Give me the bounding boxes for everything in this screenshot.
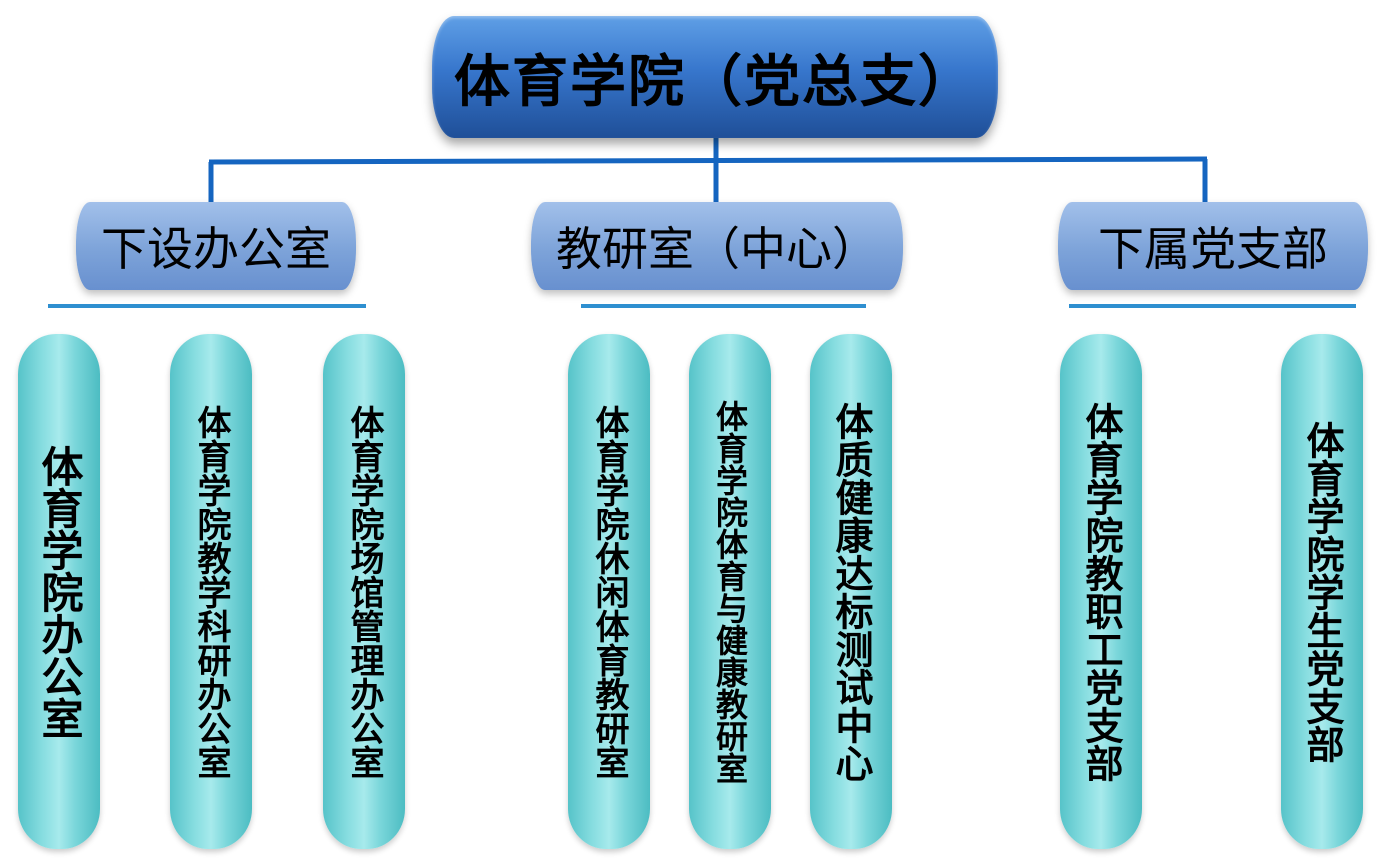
unit-node: 体育学院体育与健康教研室 — [689, 334, 771, 849]
branch-underline-offices — [48, 304, 366, 308]
unit-label: 体育学院教职工党支部 — [1079, 401, 1124, 782]
branch-label-party: 下属党支部 — [1098, 222, 1328, 276]
root-node: 体育学院（党总支） — [432, 16, 998, 138]
branch-underline-teaching — [581, 304, 866, 308]
unit-label: 体育学院学生党支部 — [1300, 420, 1345, 763]
unit-label: 体育学院场馆管理办公室 — [344, 404, 384, 779]
branch-label-offices: 下设办公室 — [101, 222, 331, 276]
branch-underline-party — [1069, 304, 1356, 308]
branch-node-party: 下属党支部 — [1058, 202, 1368, 290]
unit-node: 体育学院办公室 — [18, 334, 100, 849]
unit-label: 体育学院教学科研办公室 — [191, 404, 231, 779]
unit-node: 体育学院教学科研办公室 — [170, 334, 252, 849]
unit-label: 体育学院办公室 — [35, 444, 84, 739]
unit-node: 体育学院学生党支部 — [1281, 334, 1363, 849]
branch-node-offices: 下设办公室 — [76, 202, 356, 290]
unit-label: 体质健康达标测试中心 — [829, 401, 874, 782]
unit-label: 体育学院体育与健康教研室 — [711, 399, 749, 784]
connector-horizontal — [208, 156, 1208, 165]
root-label: 体育学院（党总支） — [454, 48, 976, 115]
unit-node: 体育学院休闲体育教研室 — [568, 334, 650, 849]
unit-node: 体育学院场馆管理办公室 — [323, 334, 405, 849]
branch-node-teaching: 教研室（中心） — [531, 202, 903, 290]
unit-label: 体育学院休闲体育教研室 — [589, 404, 629, 779]
branch-label-teaching: 教研室（中心） — [556, 222, 878, 276]
unit-node: 体育学院教职工党支部 — [1060, 334, 1142, 849]
unit-node: 体质健康达标测试中心 — [810, 334, 892, 849]
